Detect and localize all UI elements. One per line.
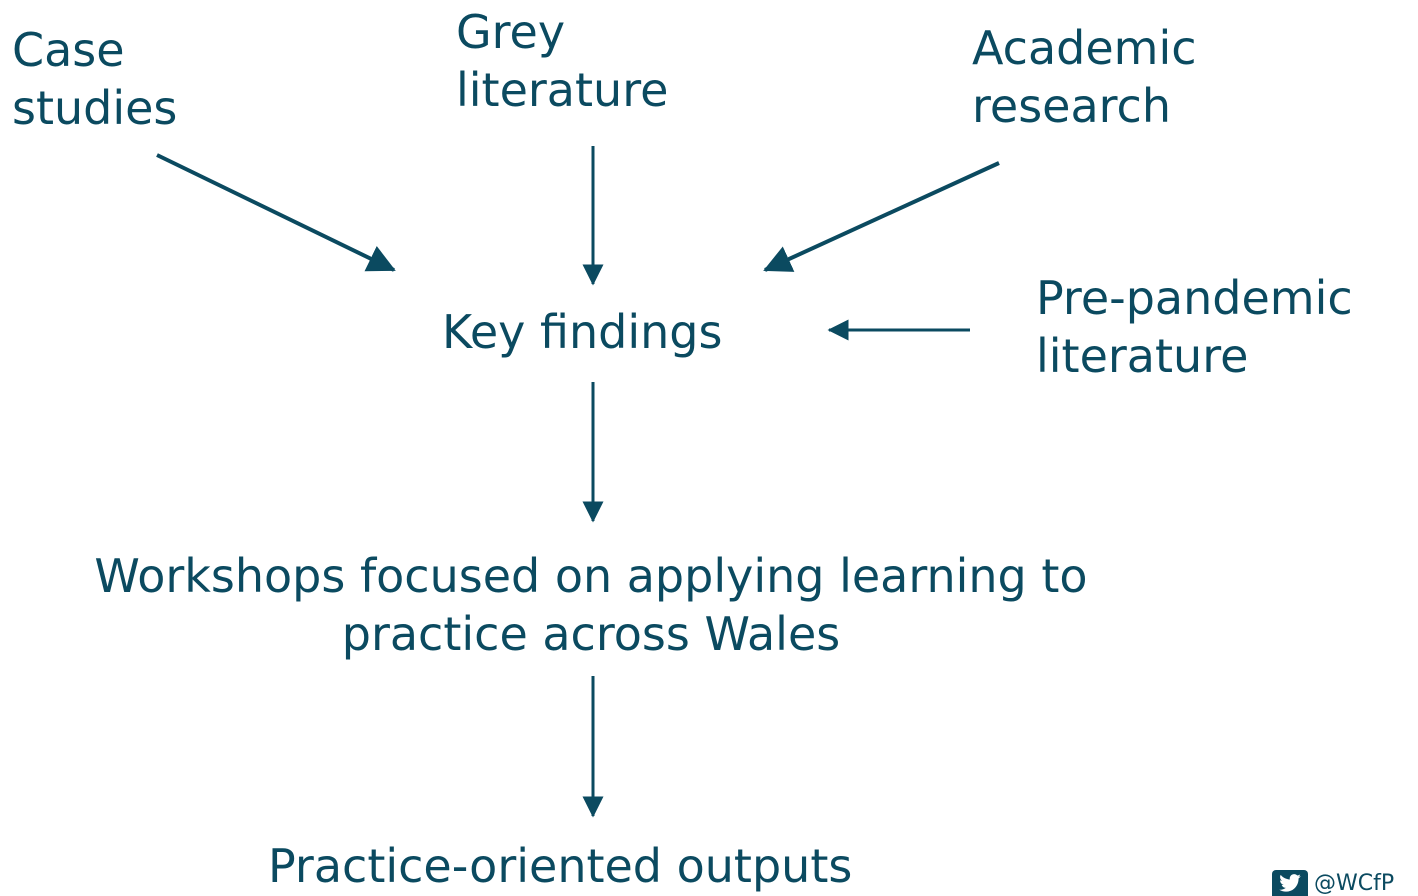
node-key-findings: Key findings	[442, 304, 722, 362]
node-academic-research: Academic research	[972, 20, 1197, 135]
node-pre-pandemic-literature: Pre-pandemic literature	[1036, 270, 1353, 385]
node-grey-literature: Grey literature	[456, 4, 668, 119]
node-key-findings-line: Key findings	[442, 305, 723, 359]
node-grey-literature-line: literature	[456, 62, 669, 117]
node-case-studies-line: Case	[12, 23, 125, 77]
twitter-handle[interactable]: @WCfP	[1272, 870, 1394, 896]
node-practice-outputs-line: Practice-oriented outputs	[268, 839, 853, 893]
node-pre-pandemic-line: Pre-pandemic	[1036, 271, 1353, 325]
node-practice-outputs: Practice-oriented outputs	[268, 838, 852, 896]
node-case-studies-line: studies	[12, 80, 178, 135]
twitter-icon	[1272, 870, 1308, 896]
twitter-handle-text: @WCfP	[1314, 870, 1395, 896]
node-case-studies: Case studies	[12, 22, 177, 137]
node-grey-literature-line: Grey	[456, 5, 566, 59]
node-academic-research-line: research	[972, 78, 1172, 133]
node-workshops-line: Workshops focused on applying learning t…	[94, 549, 1088, 603]
arrow-case-studies-to-key-findings	[156, 153, 396, 272]
twitter-bird-glyph	[1279, 874, 1301, 892]
node-workshops: Workshops focused on applying learning t…	[36, 548, 1146, 663]
node-academic-research-line: Academic	[972, 21, 1197, 75]
arrow-academic-research-to-key-findings	[763, 161, 1000, 272]
node-workshops-line: practice across Wales	[341, 606, 841, 661]
node-pre-pandemic-line: literature	[1036, 328, 1249, 383]
